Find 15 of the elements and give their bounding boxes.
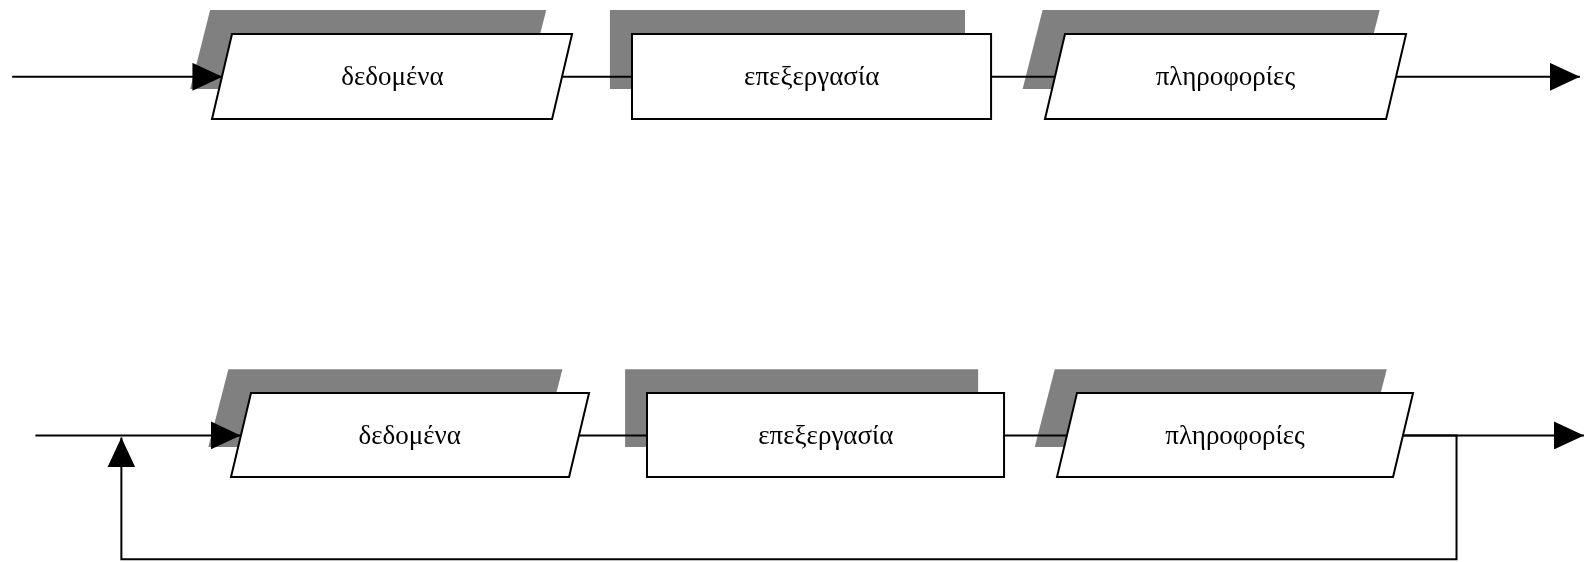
- process-box: [632, 34, 992, 120]
- node-label: δεδομένα: [358, 419, 461, 451]
- node-label: δεδομένα: [341, 61, 444, 93]
- arrow: [34, 421, 242, 450]
- data-parallelogram: [212, 34, 573, 120]
- node-label: πληροφορίες: [1165, 419, 1305, 451]
- arrow: [107, 434, 1458, 561]
- node-label: επεξεργασία: [744, 61, 880, 93]
- data-parallelogram: [1057, 393, 1413, 478]
- node-label: επεξεργασία: [758, 419, 894, 451]
- data-parallelogram: [1044, 34, 1406, 120]
- arrow: [11, 62, 224, 91]
- node-label: πληροφορίες: [1155, 61, 1296, 93]
- process-box: [647, 393, 1005, 478]
- data-parallelogram: [230, 393, 589, 478]
